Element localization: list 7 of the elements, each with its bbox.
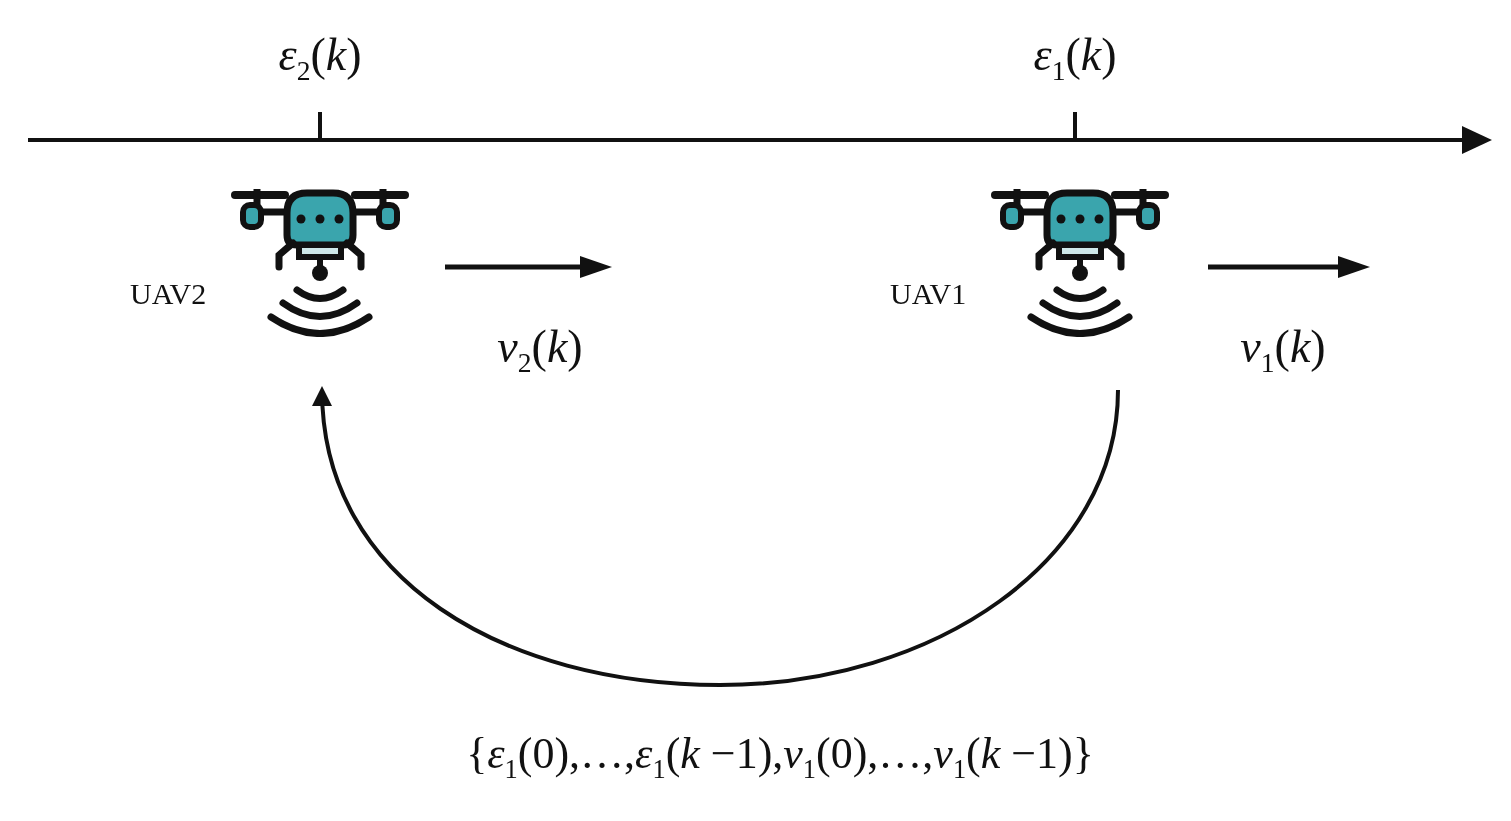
drone-label: UAV2 — [130, 277, 207, 311]
velocity-label: v$_{1}$(k) — [1240, 320, 1326, 380]
tick-label: ε$_{2}$(k) — [278, 28, 362, 88]
curved-arrow — [313, 386, 1120, 687]
tick-label: ε$_{1}$(k) — [1033, 28, 1117, 88]
drone-label: UAV1 — [890, 277, 967, 311]
velocity-label: v$_{2}$(k) — [497, 320, 583, 380]
